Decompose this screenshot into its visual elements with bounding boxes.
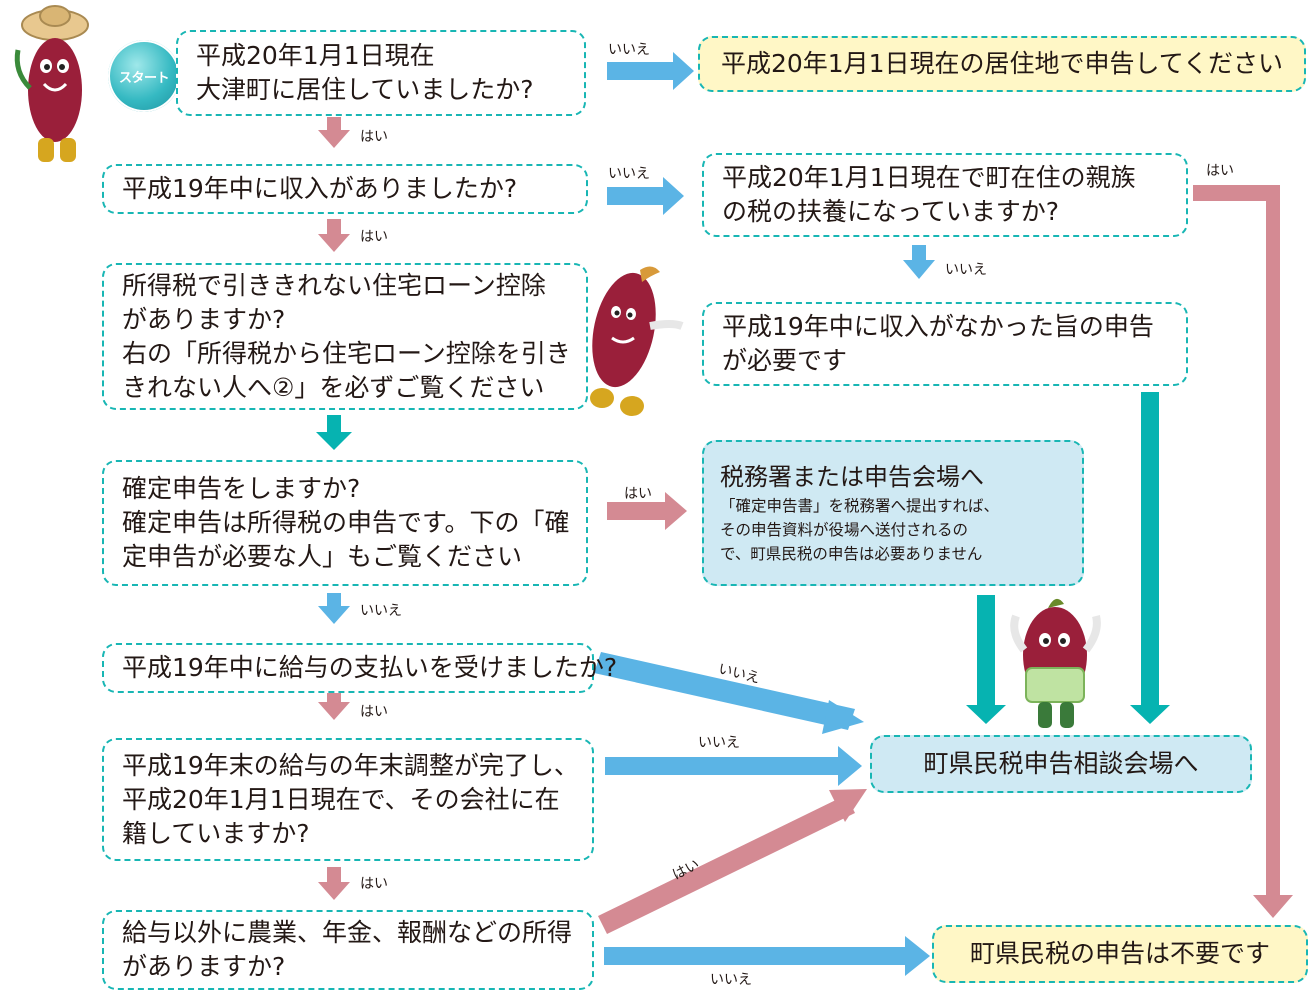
- result-noincome-box: 平成19年中に収入がなかった旨の申告 が必要です: [702, 302, 1188, 386]
- arrow-down-q6: [318, 867, 350, 900]
- label-yes-q4: はい: [624, 486, 652, 502]
- arrow-down-q2: [318, 219, 350, 252]
- q3-line: 所得税で引ききれない住宅ローン控除: [122, 270, 546, 300]
- q3-housing-loan-box: 所得税で引ききれない住宅ローン控除 がありますか? 右の「所得税から住宅ローン控…: [102, 263, 588, 410]
- q6-line: 平成19年末の給与の年末調整が完了し、: [122, 750, 579, 780]
- mascot-middle-illustration: [590, 266, 684, 416]
- label-no-q7: いいえ: [710, 972, 752, 988]
- label-no-q6: いいえ: [698, 735, 740, 751]
- result-move-text: 平成20年1月1日現在の居住地で申告してください: [720, 49, 1284, 78]
- arrow-noincome-down: [1130, 392, 1170, 724]
- result-taxoffice-box: 税務署または申告会場へ 「確定申告書」を税務署へ提出すれば、 その申告資料が役場…: [702, 440, 1084, 586]
- arrow-q7-no: [604, 936, 930, 976]
- q1-residence-box: 平成20年1月1日現在 大津町に居住していましたか?: [176, 30, 586, 116]
- result-consultation-text: 町県民税申告相談会場へ: [923, 749, 1199, 778]
- arrow-down-q5: [318, 687, 350, 720]
- q4-line: 定申告が必要な人」もご覧ください: [122, 542, 523, 571]
- q7-line: 給与以外に農業、年金、報酬などの所得: [122, 918, 573, 947]
- result-move-box: 平成20年1月1日現在の居住地で申告してください: [698, 36, 1306, 92]
- arrow-down-q1: [318, 117, 350, 148]
- q4-line: 確定申告は所得税の申告です。下の「確: [122, 508, 570, 537]
- label-no-dep: いいえ: [945, 262, 987, 278]
- mascot-start-illustration: [14, 5, 89, 162]
- arrow-q7-yes: [598, 795, 855, 934]
- q5-salary-box: 平成19年中に給与の支払いを受けましたか?: [102, 643, 618, 693]
- q1-line: 平成20年1月1日現在: [196, 41, 435, 70]
- arrow-q2-no: [607, 177, 684, 215]
- label-yes-q6: はい: [360, 876, 388, 892]
- q6-year-end-adjust-box: 平成19年末の給与の年末調整が完了し、 平成20年1月1日現在で、その会社に在 …: [102, 738, 594, 861]
- q2-income-box: 平成19年中に収入がありましたか?: [102, 164, 588, 214]
- q-dependent-box: 平成20年1月1日現在で町在住の親族 の税の扶養になっていますか?: [702, 153, 1188, 237]
- q7-line: がありますか?: [122, 952, 286, 981]
- label-yes-dep: はい: [1206, 163, 1234, 179]
- q6-line: 平成20年1月1日現在で、その会社に在: [122, 784, 560, 814]
- result-not-needed-box: 町県民税の申告は不要です: [932, 925, 1308, 983]
- mascot-bottom-illustration: [1010, 598, 1101, 728]
- arrow-down-dep: [903, 245, 935, 279]
- q-dependent-line: 平成20年1月1日現在で町在住の親族: [722, 163, 1136, 192]
- result-taxoffice-line: で、町県民税の申告は必要ありません: [720, 545, 983, 563]
- arrow-q5-no: [594, 652, 855, 730]
- result-not-needed-text: 町県民税の申告は不要です: [969, 939, 1270, 968]
- q3-line: がありますか?: [122, 304, 286, 334]
- q1-line: 大津町に居住していましたか?: [196, 75, 534, 104]
- q3-line: 右の「所得税から住宅ローン控除を引き: [122, 338, 571, 368]
- q2-text: 平成19年中に収入がありましたか?: [122, 174, 518, 203]
- result-consultation-box: 町県民税申告相談会場へ: [870, 735, 1252, 793]
- result-taxoffice-line: 「確定申告書」を税務署へ提出すれば、: [720, 497, 1000, 515]
- label-yes-q1: はい: [360, 129, 388, 145]
- arrow-down-q3: [316, 415, 352, 450]
- arrow-q5-no-head: [822, 700, 864, 734]
- label-no-q1: いいえ: [608, 42, 650, 58]
- arrow-q1-no: [607, 52, 694, 90]
- arrow-down-q4: [318, 593, 350, 624]
- label-no-q4: いいえ: [360, 603, 402, 619]
- result-noincome-line: 平成19年中に収入がなかった旨の申告: [722, 312, 1154, 341]
- q3-line: きれない人へ②」を必ずご覧ください: [122, 372, 545, 402]
- result-taxoffice-title: 税務署または申告会場へ: [720, 463, 984, 491]
- arrow-dep-yes: [1193, 185, 1293, 918]
- arrow-taxoffice-down: [966, 595, 1006, 724]
- label-yes-q5: はい: [360, 704, 388, 720]
- arrow-q7-yes-head: [829, 789, 867, 822]
- q-dependent-line: の税の扶養になっていますか?: [722, 197, 1060, 226]
- q6-line: 籍していますか?: [122, 818, 310, 848]
- result-taxoffice-line: その申告資料が役場へ送付されるの: [720, 521, 969, 539]
- q7-other-income-box: 給与以外に農業、年金、報酬などの所得 がありますか?: [102, 910, 594, 990]
- q5-text: 平成19年中に給与の支払いを受けましたか?: [122, 653, 618, 682]
- result-noincome-line: が必要です: [722, 346, 848, 375]
- arrow-q6-no: [605, 746, 862, 786]
- arrow-q4-yes: [607, 492, 687, 530]
- q4-line: 確定申告をしますか?: [122, 474, 361, 503]
- q4-final-return-box: 確定申告をしますか? 確定申告は所得税の申告です。下の「確 定申告が必要な人」も…: [102, 460, 588, 586]
- label-yes-q2: はい: [360, 229, 388, 245]
- start-badge: スタート: [108, 40, 180, 112]
- label-no-q2: いいえ: [608, 166, 650, 182]
